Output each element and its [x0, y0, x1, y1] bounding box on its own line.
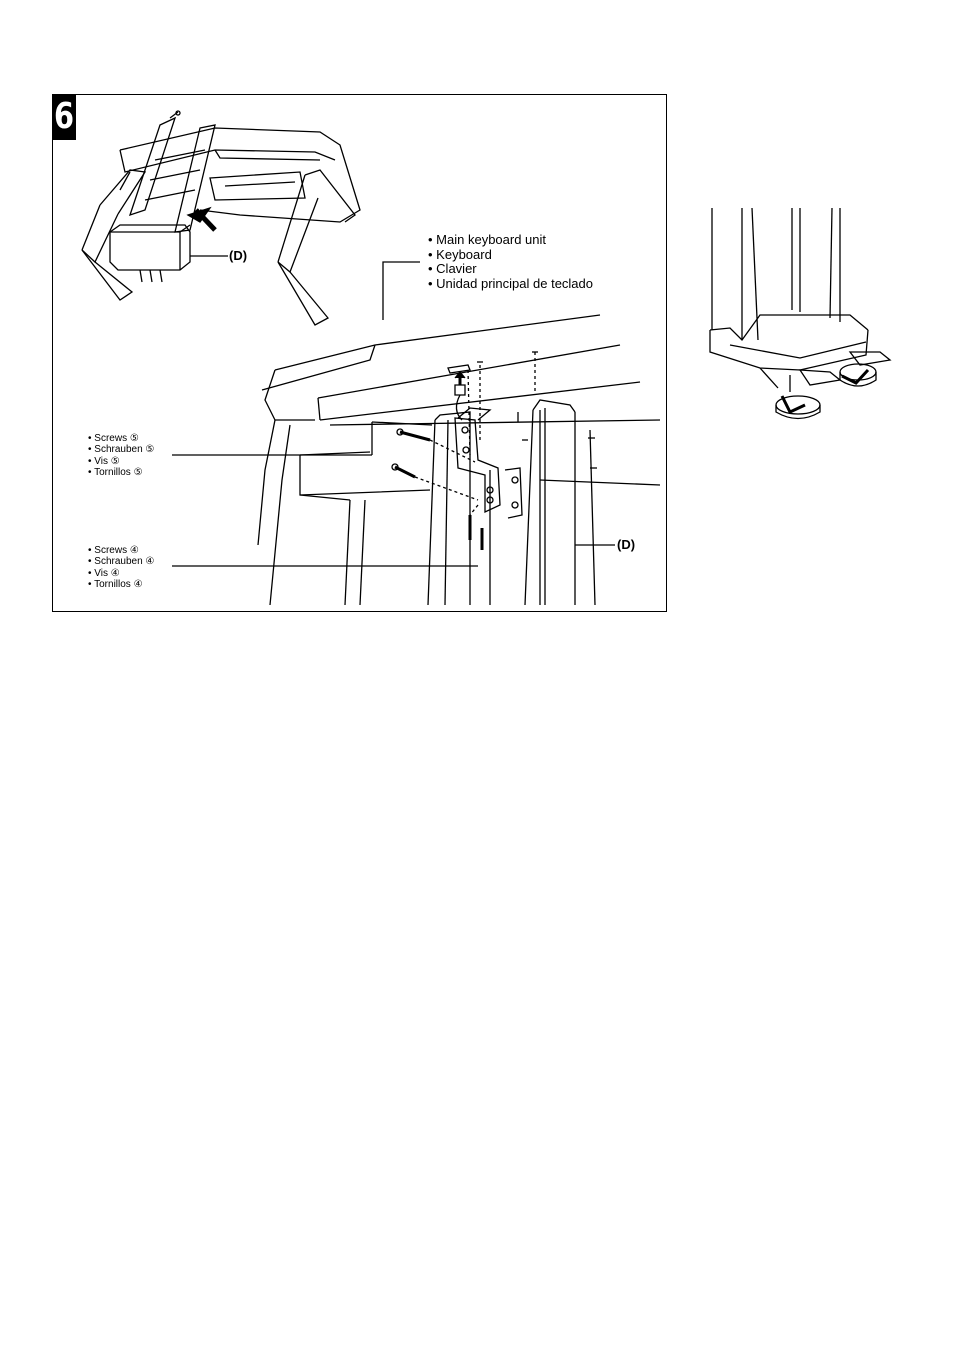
screws-5-callout: Screws ⑤ Schrauben ⑤ Vis ⑤ Tornillos ⑤ [88, 433, 154, 478]
callout-line: Schrauben ④ [88, 556, 154, 567]
callout-line: Schrauben ⑤ [88, 444, 154, 455]
callout-line: Main keyboard unit [428, 233, 593, 248]
callout-line: Tornillos ④ [88, 579, 154, 590]
callout-line: Clavier [428, 262, 593, 277]
step-6-panel [52, 94, 667, 612]
callout-line: Screws ④ [88, 545, 154, 556]
step-number-badge: 6 [52, 94, 76, 140]
pedal-adjuster-drawing [710, 208, 890, 419]
callout-line: Tornillos ⑤ [88, 467, 154, 478]
keyboard-unit-callout: Main keyboard unit Keyboard Clavier Unid… [428, 233, 593, 291]
callout-line: Screws ⑤ [88, 433, 154, 444]
part-d-label-main: (D) [617, 537, 635, 552]
part-d-label-inset: (D) [229, 248, 247, 263]
screws-4-callout: Screws ④ Schrauben ④ Vis ④ Tornillos ④ [88, 545, 154, 590]
callout-line: Vis ⑤ [88, 456, 154, 467]
callout-line: Unidad principal de teclado [428, 277, 593, 292]
callout-line: Vis ④ [88, 568, 154, 579]
callout-line: Keyboard [428, 248, 593, 263]
